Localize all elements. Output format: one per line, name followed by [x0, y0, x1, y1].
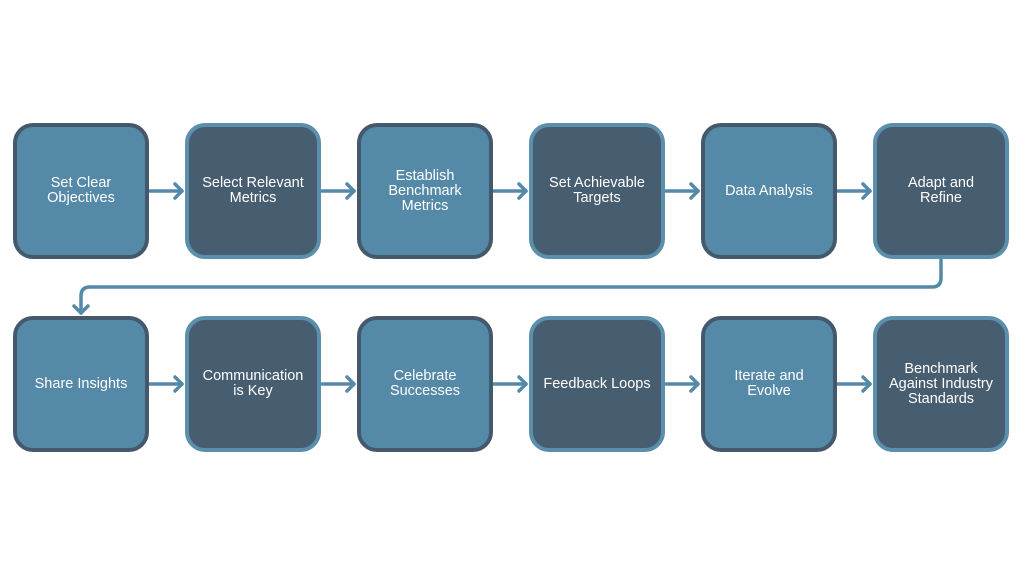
step-label: Data Analysis — [725, 182, 813, 199]
step-label: Share Insights — [34, 375, 128, 392]
step-box-benchmark-against-industry-standards: Benchmark Against Industry Standards — [873, 316, 1009, 452]
step-label: Adapt and Refine — [907, 175, 975, 206]
step-box-select-relevant-metrics: Select Relevant Metrics — [185, 123, 321, 259]
arrowhead-right-icon — [517, 375, 528, 393]
step-box-set-achievable-targets: Set Achievable Targets — [529, 123, 665, 259]
arrowhead-right-icon — [345, 375, 356, 393]
step-box-establish-benchmark-metrics: Establish Benchmark Metrics — [357, 123, 493, 259]
step-box-feedback-loops: Feedback Loops — [529, 316, 665, 452]
row-connector-line — [79, 257, 943, 315]
step-box-celebrate-successes: Celebrate Successes — [357, 316, 493, 452]
arrowhead-right-icon — [345, 182, 356, 200]
step-box-data-analysis: Data Analysis — [701, 123, 837, 259]
step-box-iterate-and-evolve: Iterate and Evolve — [701, 316, 837, 452]
arrowhead-right-icon — [861, 182, 872, 200]
step-label: Set Clear Objectives — [47, 175, 115, 206]
step-label: Feedback Loops — [543, 375, 651, 392]
arrowhead-right-icon — [173, 375, 184, 393]
arrowhead-down-icon — [72, 304, 90, 315]
arrowhead-right-icon — [517, 182, 528, 200]
step-label: Establish Benchmark Metrics — [388, 167, 462, 214]
step-label: Iterate and Evolve — [734, 368, 804, 399]
arrowhead-right-icon — [173, 182, 184, 200]
step-label: Communication is Key — [202, 368, 304, 399]
step-label: Celebrate Successes — [389, 368, 461, 399]
arrowhead-right-icon — [689, 375, 700, 393]
step-label: Benchmark Against Industry Standards — [889, 360, 993, 407]
arrowhead-right-icon — [861, 375, 872, 393]
step-box-share-insights: Share Insights — [13, 316, 149, 452]
step-box-set-clear-objectives: Set Clear Objectives — [13, 123, 149, 259]
arrowhead-right-icon — [689, 182, 700, 200]
step-box-communication-is-key: Communication is Key — [185, 316, 321, 452]
step-box-adapt-and-refine: Adapt and Refine — [873, 123, 1009, 259]
step-label: Set Achievable Targets — [549, 175, 645, 206]
step-label: Select Relevant Metrics — [202, 175, 304, 206]
